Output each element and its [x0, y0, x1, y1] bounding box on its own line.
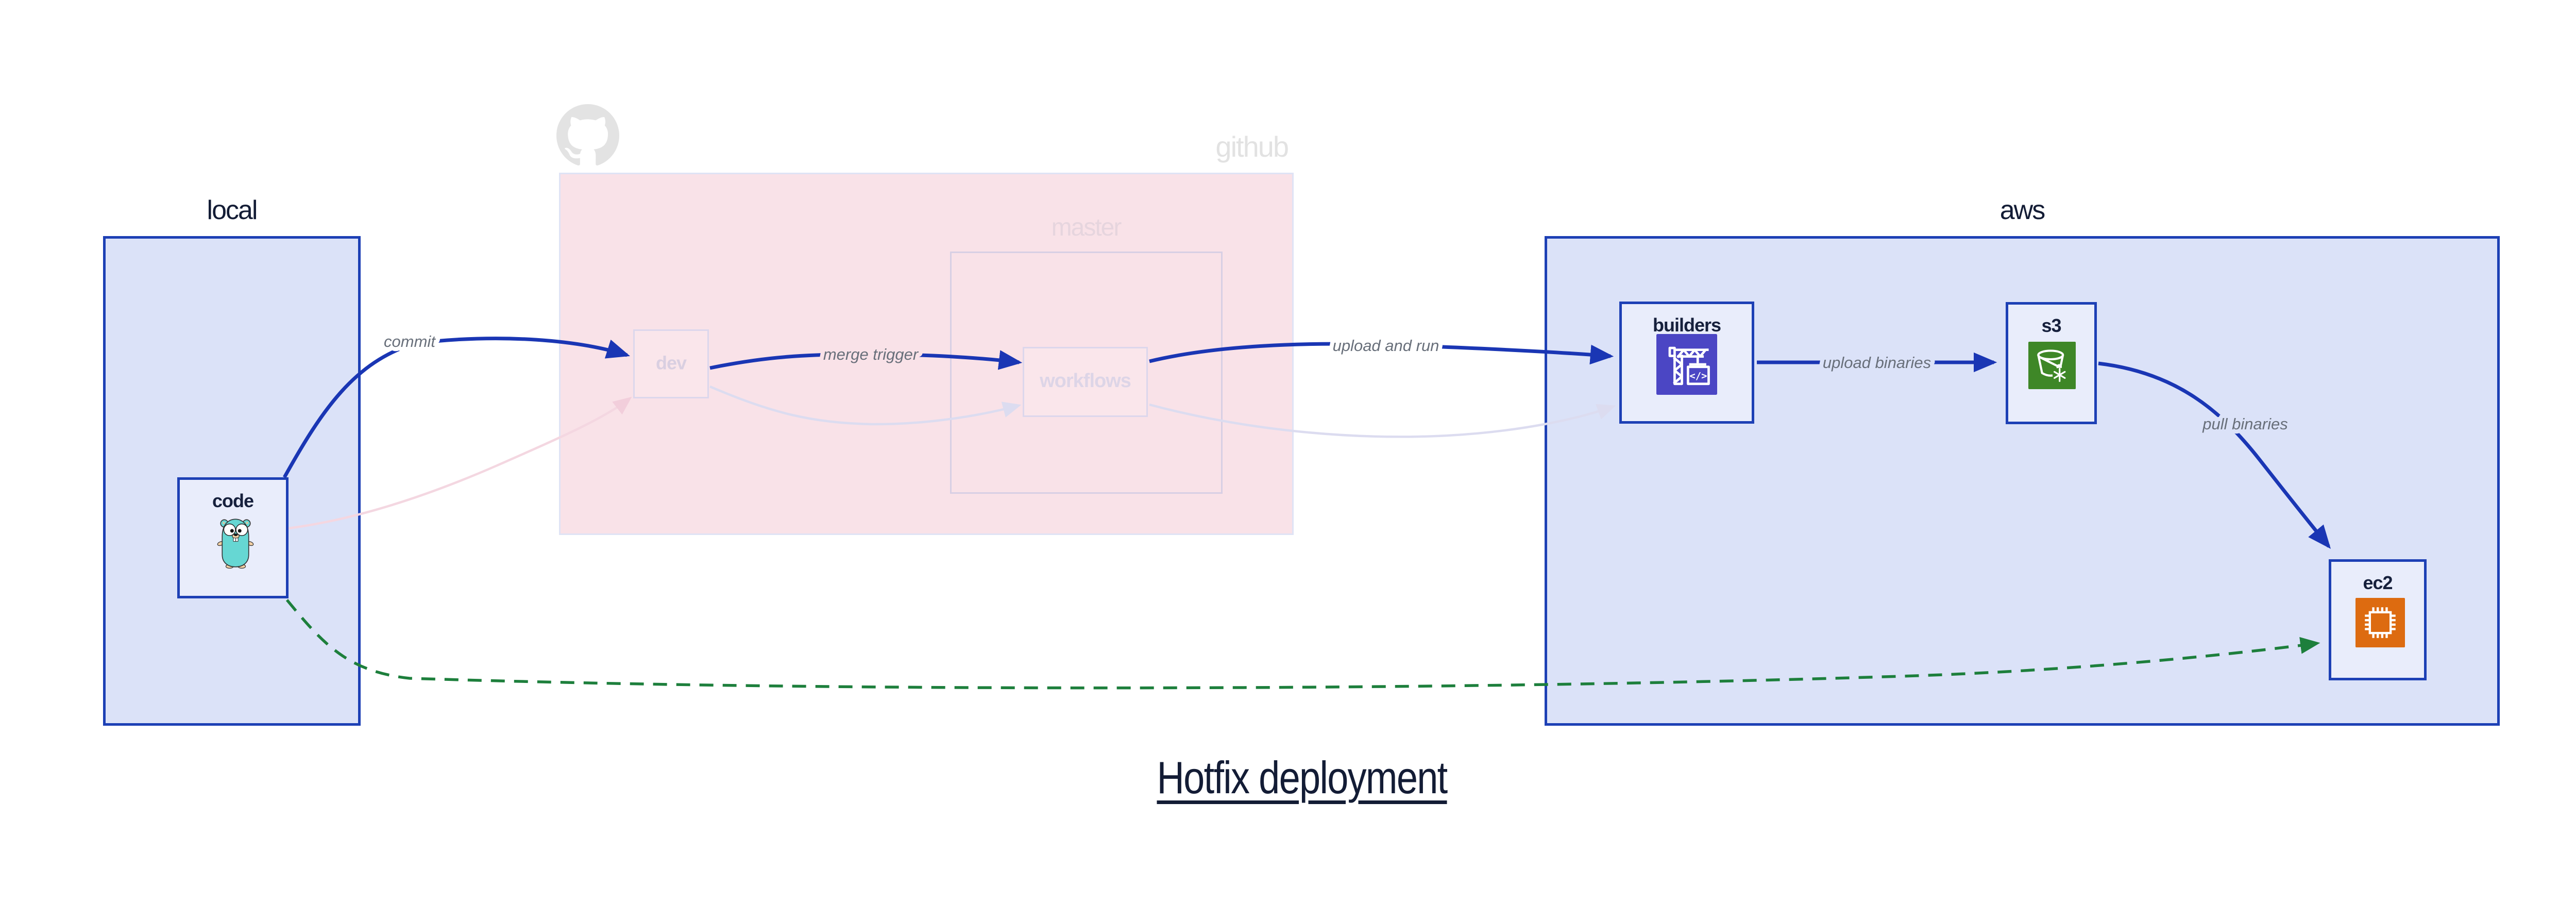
- edge-commit: [282, 337, 631, 478]
- edge-label-upload-binaries: upload binaries: [1823, 354, 1931, 372]
- master-container: [950, 252, 1223, 494]
- codebuild-code-glyph: </>: [1689, 370, 1707, 381]
- edge-workflows-builders-faded: [1149, 403, 1616, 438]
- node-workflows: workflows: [1023, 347, 1148, 417]
- github-octocat-icon: [556, 104, 619, 165]
- node-s3: s3: [2006, 302, 2097, 424]
- edge-label-pull-binaries: pull binaries: [2202, 415, 2287, 433]
- node-dev-label: dev: [655, 352, 687, 374]
- edge-label-upload-and-run: upload and run: [1333, 337, 1439, 355]
- edge-label-merge-trigger: merge trigger: [823, 345, 919, 363]
- edge-upload-and-run: [1149, 342, 1614, 365]
- edge-merge-trigger: [709, 350, 1023, 370]
- node-builders-label: builders: [1652, 314, 1721, 336]
- local-label: local: [207, 195, 258, 225]
- ec2-chip-icon: [2355, 598, 2405, 647]
- github-label: github: [1215, 130, 1289, 163]
- edge-hotfix-dashed: [285, 599, 2320, 690]
- node-code-label: code: [212, 490, 254, 511]
- edge-code-dev-faded: [288, 396, 632, 530]
- codebuild-crane-icon: </>: [1656, 334, 1717, 395]
- edge-pull-binaries: [2098, 361, 2331, 549]
- go-gopher-icon: [217, 519, 254, 569]
- edge-label-commit: commit: [384, 332, 436, 350]
- node-builders: builders </>: [1619, 302, 1754, 424]
- master-label: master: [1051, 214, 1122, 241]
- diagram-title: Hotfix deployment: [1157, 752, 1448, 803]
- node-code: code: [177, 477, 289, 598]
- node-ec2: ec2: [2329, 559, 2427, 680]
- aws-label: aws: [1999, 195, 2045, 225]
- s3-bucket-icon: [2028, 342, 2076, 389]
- edge-dev-workflows-faded: [709, 385, 1022, 426]
- node-dev: dev: [633, 329, 709, 398]
- node-workflows-label: workflows: [1040, 370, 1131, 392]
- node-s3-label: s3: [2041, 315, 2061, 336]
- node-ec2-label: ec2: [2363, 572, 2393, 593]
